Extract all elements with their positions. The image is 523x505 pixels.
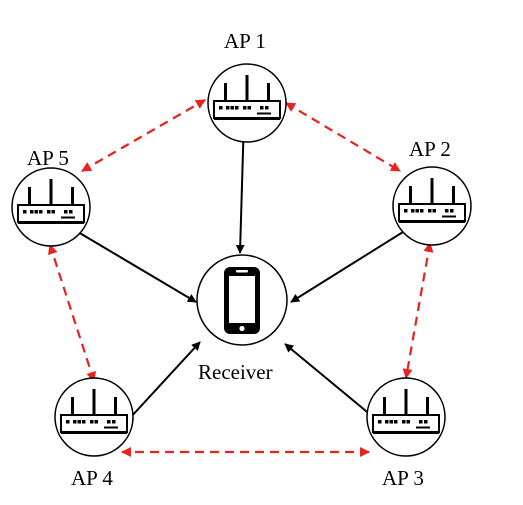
ap2-label: AP 2 — [409, 137, 451, 161]
link-ap5-receiver — [77, 231, 197, 303]
ap3-label: AP 3 — [382, 466, 424, 490]
link-ap4-ap5 — [48, 244, 96, 382]
receiver-label: Receiver — [198, 360, 273, 384]
link-ap5-ap1 — [81, 99, 206, 172]
link-ap2-receiver — [290, 231, 404, 303]
ap5-label: AP 5 — [27, 146, 69, 170]
ap4-label: AP 4 — [71, 466, 113, 490]
ap1-node — [207, 63, 287, 143]
ap3-node — [366, 377, 446, 457]
ap2-node — [392, 166, 472, 246]
link-ap2-ap3 — [402, 242, 434, 379]
ap5-node — [11, 167, 91, 247]
link-ap1-ap2 — [285, 102, 401, 172]
link-ap4-receiver — [129, 341, 201, 419]
ap1-label: AP 1 — [224, 29, 266, 53]
smartphone-icon — [224, 267, 260, 334]
receiver-node — [196, 254, 288, 346]
ap4-node — [54, 377, 134, 457]
link-ap3-receiver — [284, 343, 373, 417]
